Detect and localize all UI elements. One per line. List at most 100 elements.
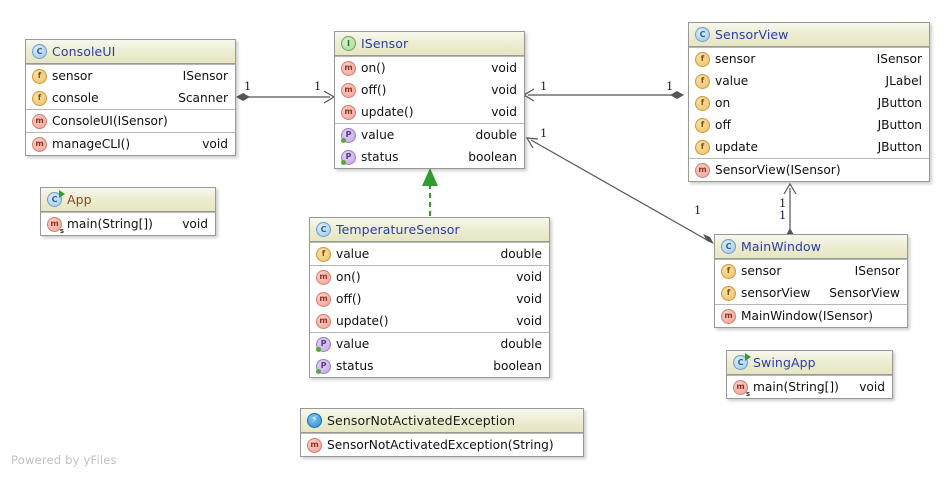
member-name: main(String[]) [753,380,839,394]
class-c-icon: C [721,239,736,254]
uml-class-temperaturesensor[interactable]: C TemperatureSensor f value double m on(… [309,217,550,378]
class-header: I ISensor [335,32,524,56]
member-row[interactable]: P status boolean [335,146,524,168]
method-m-icon: m [316,313,331,329]
member-type: double [500,247,542,261]
class-title: ISensor [361,36,409,51]
method-section: m on() void m off() void m update() void [310,265,549,332]
property-p-icon: P [341,149,356,165]
class-c-icon: C [695,27,710,42]
member-row[interactable]: f sensorView SensorView [715,282,907,304]
member-type: Scanner [178,91,228,105]
class-header: C TemperatureSensor [310,218,549,242]
field-f-icon: f [695,95,710,111]
member-row[interactable]: m main(String[]) void [41,213,215,235]
member-name: value [336,337,370,351]
class-c-icon: C [316,222,331,237]
member-row[interactable]: f sensor ISensor [689,48,929,70]
method-m-icon: m [32,113,47,129]
member-row[interactable]: f off JButton [689,114,929,136]
multiplicity-label: 1 [779,196,787,210]
method-m-icon: m [32,136,47,152]
uml-class-sensorview[interactable]: C SensorView f sensor ISensor f value JL… [688,22,930,182]
field-f-icon: f [32,68,47,84]
member-name: SensorView(ISensor) [715,163,841,177]
member-name: off [715,118,731,132]
multiplicity-label: 1 [540,79,548,93]
member-name: console [52,91,99,105]
member-type: void [516,270,542,284]
property-p-icon: P [341,127,356,143]
field-f-icon: f [721,263,736,279]
member-type: ISensor [182,69,228,83]
member-type: SensorView [829,286,900,300]
member-type: void [516,314,542,328]
member-row[interactable]: f value JLabel [689,70,929,92]
class-title: SensorNotActivatedException [327,413,516,428]
member-row[interactable]: m off() void [310,288,549,310]
member-row[interactable]: f update JButton [689,136,929,158]
member-row[interactable]: P value double [310,333,549,355]
class-title: MainWindow [741,239,822,254]
class-title: SwingApp [753,355,816,370]
edge-sensorview-isensor [522,88,684,102]
multiplicity-label: 1 [666,79,674,93]
member-row[interactable]: m manageCLI() void [26,133,235,155]
constructor-section: m ConsoleUI(ISensor) [26,109,235,132]
member-type: boolean [493,359,542,373]
member-row[interactable]: m main(String[]) void [727,376,892,398]
member-row[interactable]: m on() void [335,57,524,79]
member-row[interactable]: P value double [335,124,524,146]
uml-class-consoleui[interactable]: C ConsoleUI f sensor ISensor f console S… [25,39,236,156]
member-type: void [859,380,885,394]
member-name: value [361,128,395,142]
class-title: App [67,192,92,207]
class-c-icon: C [32,44,47,59]
multiplicity-label: 1 [694,203,702,217]
member-name: SensorNotActivatedException(String) [327,438,554,452]
member-row[interactable]: m update() void [310,310,549,332]
member-row[interactable]: f console Scanner [26,87,235,109]
field-f-icon: f [695,117,710,133]
class-header: ⚡ SensorNotActivatedException [301,409,583,433]
uml-class-app[interactable]: C App m main(String[]) void [40,187,216,236]
uml-interface-isensor[interactable]: I ISensor m on() void m off() void m upd… [334,31,525,169]
member-row[interactable]: m SensorView(ISensor) [689,159,929,181]
member-row[interactable]: m update() void [335,101,524,123]
field-section: f sensor ISensor f value JLabel f on JBu… [689,47,929,158]
class-header: C SwingApp [727,351,892,375]
member-name: status [361,150,399,164]
member-row[interactable]: m SensorNotActivatedException(String) [301,434,583,456]
edge-temperaturesensor-isensor [422,168,438,216]
uml-class-mainwindow[interactable]: C MainWindow f sensor ISensor f sensorVi… [714,234,908,328]
method-m-static-icon: m [733,379,750,398]
member-row[interactable]: P status boolean [310,355,549,377]
constructor-section: m SensorView(ISensor) [689,158,929,181]
method-m-icon: m [341,82,356,98]
member-row[interactable]: f on JButton [689,92,929,114]
member-row[interactable]: m off() void [335,79,524,101]
constructor-section: m SensorNotActivatedException(String) [301,433,583,456]
method-section: m main(String[]) void [727,375,892,398]
property-p-icon: P [316,358,331,374]
member-type: void [202,137,228,151]
class-header: C MainWindow [715,235,907,259]
property-section: P value double P status boolean [335,123,524,168]
class-header: C App [41,188,215,212]
uml-class-sensornotactivatedexception[interactable]: ⚡ SensorNotActivatedException m SensorNo… [300,408,584,457]
constructor-section: m MainWindow(ISensor) [715,304,907,327]
method-section: m main(String[]) void [41,212,215,235]
member-type: void [491,105,517,119]
member-row[interactable]: f value double [310,243,549,265]
uml-class-swingapp[interactable]: C SwingApp m main(String[]) void [726,350,893,399]
multiplicity-label: 1 [540,126,548,140]
member-row[interactable]: m on() void [310,266,549,288]
member-row[interactable]: m MainWindow(ISensor) [715,305,907,327]
member-row[interactable]: m ConsoleUI(ISensor) [26,110,235,132]
method-m-icon: m [316,291,331,307]
member-row[interactable]: f sensor ISensor [26,65,235,87]
method-m-static-icon: m [47,216,64,235]
field-section: f sensor ISensor f console Scanner [26,64,235,109]
class-title: SensorView [715,27,789,42]
member-row[interactable]: f sensor ISensor [715,260,907,282]
